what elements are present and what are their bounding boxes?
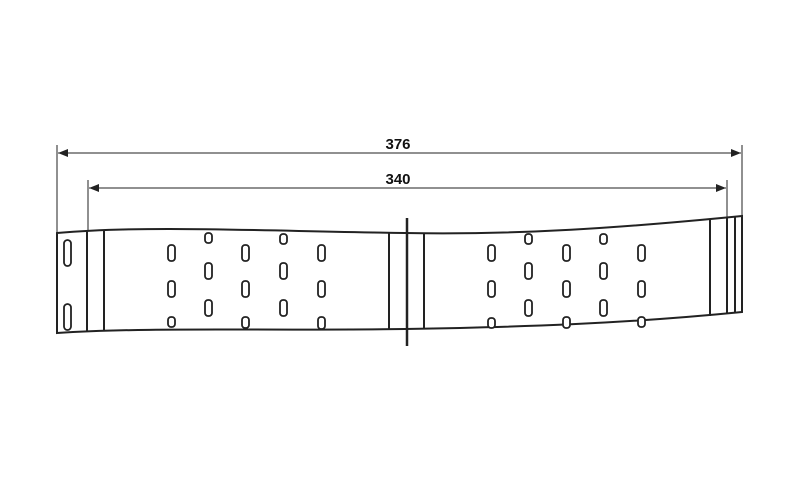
end-slots	[63, 239, 72, 331]
slots-left	[167, 232, 326, 330]
extension-lines	[56, 145, 743, 232]
dimension-label-overall: 376	[385, 136, 410, 153]
fold-lines	[86, 217, 736, 331]
dimension-label-inner: 340	[385, 171, 410, 188]
connector-plate-outline	[56, 214, 743, 335]
slots-right	[487, 233, 646, 329]
